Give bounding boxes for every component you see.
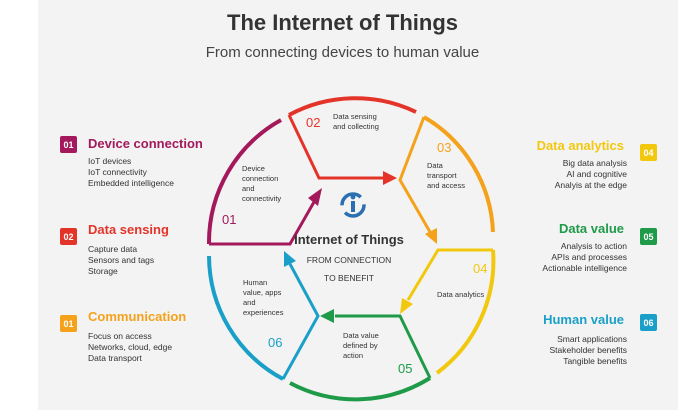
segment-label-06-line3: and	[243, 298, 256, 307]
segment-label-05-line1: Data value	[343, 331, 379, 340]
center-title: Internet of Things	[294, 232, 404, 247]
hex-arrowhead-05	[320, 309, 334, 323]
segment-label-05-line2: defined by	[343, 341, 378, 350]
segment-number-02: 02	[306, 115, 320, 130]
segment-label-04-line1: Data analytics	[437, 290, 484, 299]
hex-arrowhead-03	[425, 228, 437, 244]
list-item: IoT connectivity	[88, 167, 147, 177]
segment-label-06-line2: value, apps	[243, 288, 282, 297]
list-item: Data transport	[88, 353, 142, 363]
badge-communication: 01	[60, 315, 77, 332]
segment-label-01-line2: connection	[242, 174, 278, 183]
list-item: Embedded intelligence	[88, 178, 175, 188]
left-title-device-connection: Device connection	[88, 136, 203, 151]
list-item: Stakeholder benefits	[549, 345, 628, 355]
center-line-2: TO BENEFIT	[324, 273, 374, 283]
list-item: Tangible benefits	[563, 356, 627, 366]
segment-number-05: 05	[398, 361, 412, 376]
hex-arrowhead-01	[308, 188, 322, 206]
segment-number-03: 03	[437, 140, 451, 155]
segment-number-06: 06	[268, 335, 282, 350]
list-item: Analyis at the edge	[554, 180, 627, 190]
list-item: Actionable intelligence	[542, 263, 627, 273]
left-list-device-connection: IoT devices IoT connectivity Embedded in…	[88, 156, 174, 189]
segment-label-03-line1: Data	[427, 161, 444, 170]
hex-arrow-01	[209, 201, 316, 246]
ring-arc-06	[207, 255, 284, 381]
segment-label-02-line1: Data sensing	[333, 112, 377, 121]
list-item: Sensors and tags	[88, 255, 155, 265]
left-title-data-sensing: Data sensing	[88, 222, 169, 237]
left-title-communication: Communication	[88, 309, 187, 324]
badge-data-sensing: 02	[60, 228, 77, 245]
right-list-human-value: Smart applications Stakeholder benefits …	[550, 334, 628, 367]
badge-data-analytics: 04	[640, 144, 657, 161]
segment-label-03-line3: and access	[427, 181, 465, 190]
list-item: AI and cognitive	[566, 169, 627, 179]
right-title-data-analytics: Data analytics	[536, 138, 624, 153]
segment-label-01-line4: connectivity	[242, 194, 281, 203]
badge-device-connection: 01	[60, 136, 77, 153]
left-list-communication: Focus on access Networks, cloud, edge Da…	[88, 331, 172, 364]
page-title: The Internet of Things	[227, 10, 458, 35]
list-item: APIs and processes	[551, 252, 627, 262]
hex-arrow-02	[287, 114, 385, 180]
ring-arc-04	[435, 249, 496, 375]
hex-arrowhead-04	[400, 298, 413, 314]
center-line-1: FROM CONNECTION	[307, 255, 392, 265]
list-item: Networks, cloud, edge	[88, 342, 173, 352]
list-item: Capture data	[88, 244, 138, 254]
segment-label-01-line1: Device	[242, 164, 265, 173]
segment-label-05-line3: action	[343, 351, 363, 360]
segment-label-06-line1: Human	[243, 278, 267, 287]
hex-arrowhead-06	[284, 251, 296, 267]
ring-arc-03	[422, 115, 495, 233]
background-panel	[38, 0, 678, 410]
hex-arrow-03	[398, 116, 432, 233]
list-item: Analysis to action	[560, 241, 627, 251]
hex-arrow-04	[406, 248, 493, 301]
hex-arrow-05	[335, 314, 432, 379]
list-item: Storage	[88, 266, 118, 276]
badge-data-value: 05	[640, 228, 657, 245]
ring-arc-01	[206, 118, 282, 245]
list-item: Focus on access	[88, 331, 152, 341]
right-list-data-analytics: Big data analysis AI and cognitive Analy…	[555, 158, 627, 191]
segment-label-01-line3: and	[242, 184, 255, 193]
segment-label-02-line2: and collecting	[333, 122, 379, 131]
right-list-data-value: Analysis to action APIs and processes Ac…	[542, 241, 627, 274]
segment-label-06-line4: experiences	[243, 308, 284, 317]
right-title-data-value: Data value	[558, 221, 624, 236]
iot-logo-icon	[340, 192, 366, 218]
list-item: IoT devices	[88, 156, 132, 166]
list-item: Smart applications	[557, 334, 627, 344]
ring-arc-02	[288, 96, 417, 117]
ring-arc-05	[289, 376, 432, 402]
page-subtitle: From connecting devices to human value	[205, 44, 480, 61]
segment-label-03-line2: transport	[427, 171, 458, 180]
badge-human-value: 06	[640, 314, 657, 331]
segment-number-01: 01	[222, 212, 236, 227]
segment-number-04: 04	[473, 261, 487, 276]
left-list-data-sensing: Capture data Sensors and tags Storage	[88, 244, 154, 277]
hex-arrow-06	[281, 263, 320, 380]
right-title-human-value: Human value	[543, 312, 624, 327]
list-item: Big data analysis	[562, 158, 627, 168]
hex-arrowhead-02	[383, 171, 397, 185]
